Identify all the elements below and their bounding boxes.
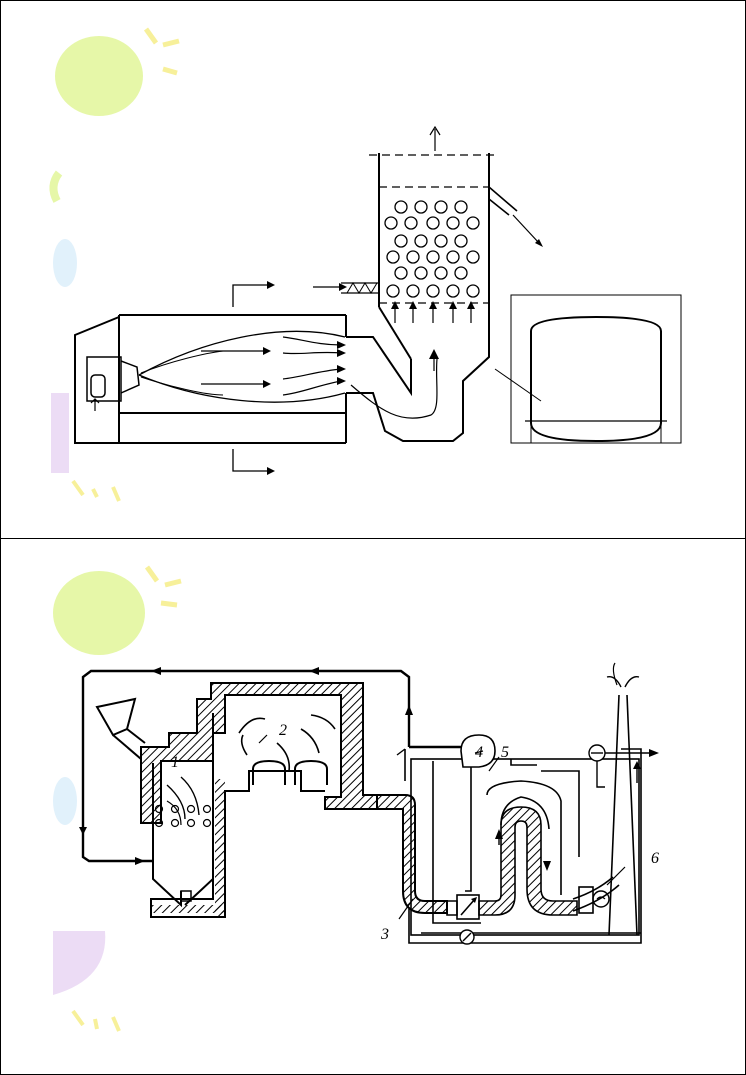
bed-particle: [454, 234, 468, 248]
label-2: 2: [279, 722, 287, 739]
cyclone-hole: [202, 804, 212, 814]
kiln: [74, 281, 347, 475]
leader-lines: [258, 734, 626, 920]
bed-particle: [406, 250, 420, 264]
slide-2-canvas: 1 2 3 4 5 6: [53, 565, 659, 1032]
slide-1: [0, 0, 746, 539]
cyclone-hole: [170, 804, 180, 814]
bed-particle: [466, 250, 480, 264]
bed-particle: [426, 216, 440, 230]
bed-particle: [454, 200, 468, 214]
label-5: 5: [501, 744, 509, 761]
bed-particle: [446, 216, 460, 230]
recuperator: [408, 744, 659, 945]
slide-decoration: [49, 27, 180, 502]
bed-particle: [394, 200, 408, 214]
bed-particle: [384, 216, 398, 230]
bed-particle: [426, 250, 440, 264]
bed-particle: [406, 284, 420, 298]
slide-decoration: [53, 565, 182, 1032]
slide-2: 1 2 3 4 5 6: [0, 538, 746, 1075]
bed-particle: [404, 216, 418, 230]
heat-recovery-plant-diagram: [79, 662, 659, 945]
cyclone-hole: [186, 818, 196, 828]
component-labels: 1 2 3 4 5 6: [171, 722, 659, 943]
bed-particle: [394, 234, 408, 248]
fluidized-bed-cooler-diagram: [74, 125, 682, 475]
cyclone-hole: [170, 818, 180, 828]
bed-particle: [434, 266, 448, 280]
bed-particle: [386, 250, 400, 264]
label-6: 6: [651, 850, 659, 867]
slide-1-canvas: [49, 27, 682, 502]
cyclone-hole: [202, 818, 212, 828]
fluidized-bed-column: [313, 125, 543, 323]
bed-particle: [394, 266, 408, 280]
cyclone-hole: [186, 804, 196, 814]
transfer-duct: [346, 306, 490, 442]
bed-particle: [414, 234, 428, 248]
bed-particle: [454, 266, 468, 280]
chimney: [606, 662, 640, 936]
bed-particle: [434, 200, 448, 214]
bed-particle: [386, 284, 400, 298]
label-4: 4: [475, 744, 483, 761]
flue-duct: [376, 748, 448, 914]
recirculation-duct: [79, 667, 461, 865]
bed-particles: [384, 200, 480, 298]
label-3: 3: [380, 926, 389, 943]
bed-particle: [446, 250, 460, 264]
bed-particle: [466, 216, 480, 230]
bed-particle: [414, 200, 428, 214]
label-1: 1: [171, 754, 179, 771]
bed-particle: [426, 284, 440, 298]
cross-section-view: [494, 294, 682, 444]
bed-particle: [466, 284, 480, 298]
fan: [460, 734, 496, 768]
bed-particle: [446, 284, 460, 298]
bed-particle: [434, 234, 448, 248]
furnace-wall: [140, 682, 378, 918]
bed-particle: [414, 266, 428, 280]
